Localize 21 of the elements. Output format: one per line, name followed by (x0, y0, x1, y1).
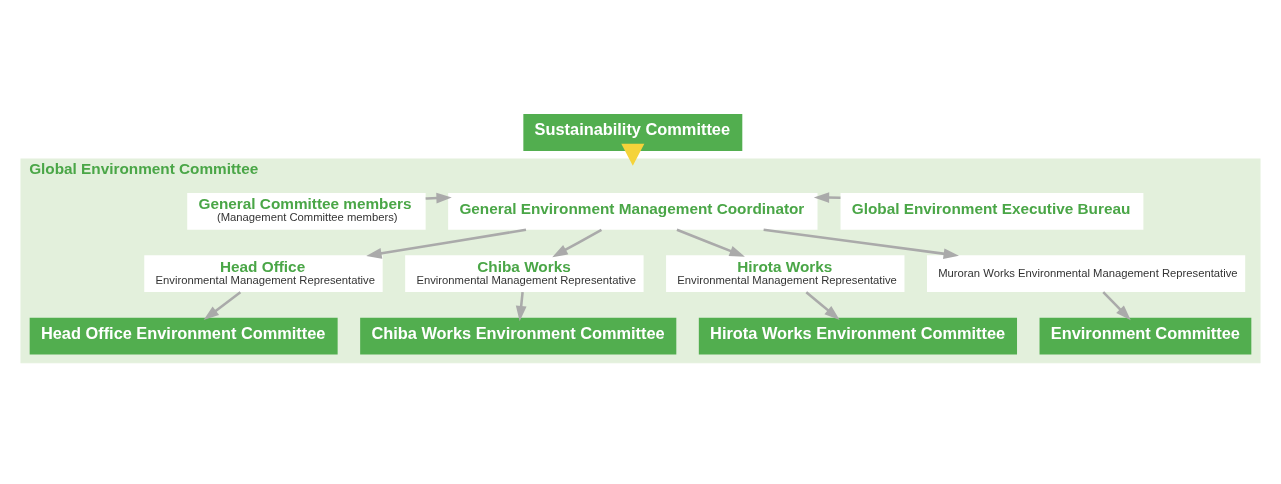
arrow (203, 290, 242, 320)
node-box: Head Office Environment Committee (29, 317, 338, 355)
node-box: Hirota Works Environmental Management Representative (666, 254, 905, 292)
node-box: Environment Committee (1039, 317, 1252, 355)
arrow (805, 290, 840, 320)
node-box: Hirota Works Environment Committee (698, 317, 1018, 355)
arrow (515, 291, 527, 321)
node-box: General Environment Management Coordinator (448, 192, 818, 230)
arrow (621, 143, 645, 166)
node-box: General Committee members (Management Committee members) (187, 192, 426, 230)
node-box: Chiba Works Environment Committee (360, 317, 677, 355)
node-box: Head Office Environmental Management Representative (144, 254, 383, 292)
arrow (1102, 290, 1131, 320)
arrow (676, 228, 745, 257)
arrow (763, 227, 959, 259)
arrow (552, 228, 603, 257)
node-box: Chiba Works Environmental Management Representative (405, 254, 644, 292)
node-box: Muroran Works Environmental Management Representative (927, 254, 1246, 292)
arrow (366, 228, 527, 259)
node-box: Global Environment Executive Bureau (840, 192, 1144, 230)
arrow (813, 191, 841, 203)
